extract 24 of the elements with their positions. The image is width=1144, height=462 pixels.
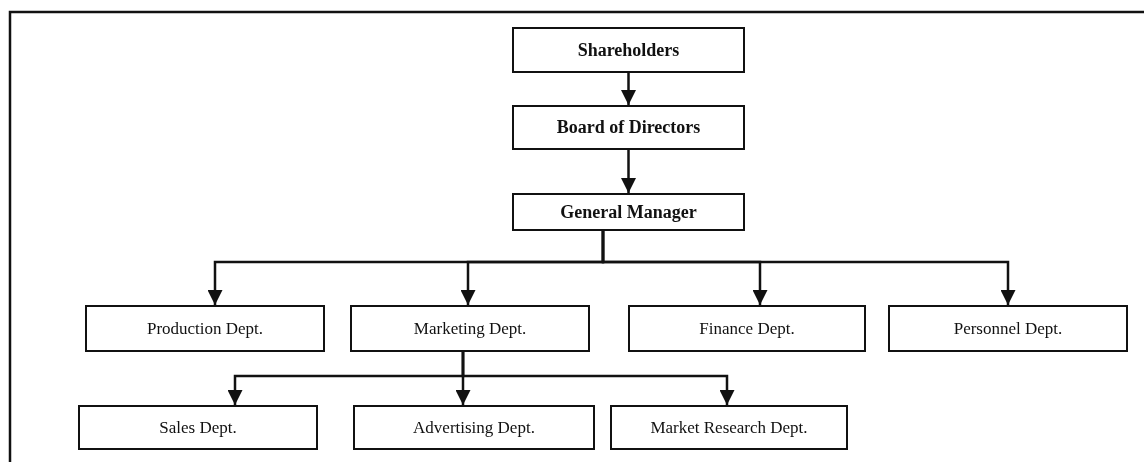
org-box (78, 405, 318, 450)
box-label: Market Research Dept. (650, 417, 808, 438)
box-label: Marketing Dept. (413, 318, 527, 339)
org-box (628, 305, 866, 352)
org-box (888, 305, 1128, 352)
box-label: Personnel Dept. (953, 318, 1063, 339)
org-box (610, 405, 848, 450)
box-label: Finance Dept. (699, 318, 795, 339)
box-label: Board of Directors (556, 117, 701, 138)
arrow (621, 150, 636, 193)
org-box (350, 305, 590, 352)
org-box (512, 193, 745, 231)
box-label: General Manager (560, 201, 697, 223)
arrow (621, 73, 636, 105)
box-label: Sales Dept. (159, 417, 237, 438)
box-label: Production Dept. (146, 318, 264, 339)
arrow (601, 231, 1016, 305)
org-box (353, 405, 595, 450)
org-box (85, 305, 325, 352)
org-box (512, 27, 745, 73)
box-label: Advertising Dept. (413, 417, 535, 438)
arrow (461, 352, 735, 405)
box-label: Shareholders (577, 39, 680, 61)
org-box (512, 105, 745, 150)
